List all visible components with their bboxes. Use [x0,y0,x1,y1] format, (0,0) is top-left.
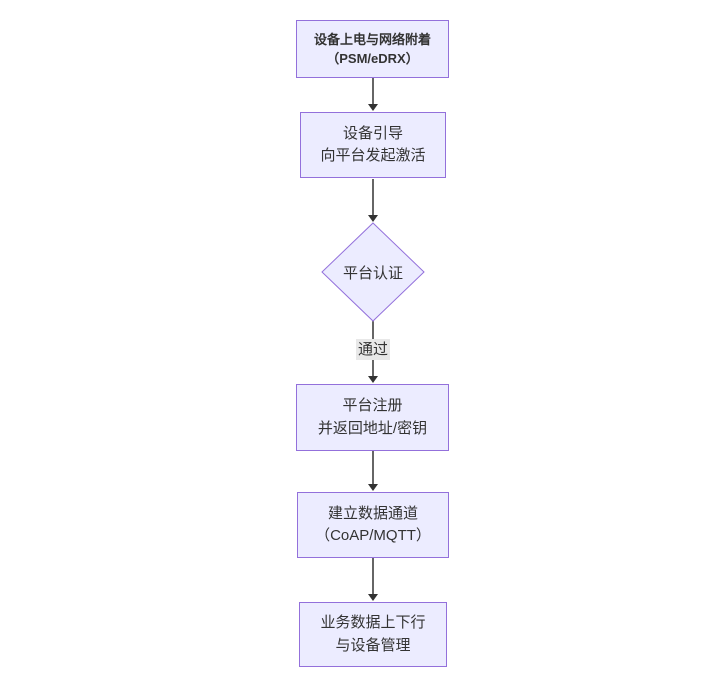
node-bootstrap: 设备引导 向平台发起激活 [300,112,446,178]
node-business-line2: 与设备管理 [335,636,411,654]
node-power-attach: 设备上电与网络附着 （PSM/eDRX） [296,20,449,78]
node-channel-line2: （CoAP/MQTT） [315,527,431,544]
edge-label-pass: 通过 [355,339,391,360]
arrowhead-icon [368,104,378,111]
node-register-line1: 平台注册 [342,397,403,414]
node-business-data: 业务数据上下行 与设备管理 [299,602,447,667]
node-data-channel: 建立数据通道 （CoAP/MQTT） [297,492,449,558]
arrowhead-icon [368,484,378,491]
node-power-line1: 设备上电与网络附着 [313,31,431,47]
node-register-line2: 并返回地址/密钥 [317,419,428,437]
arrowhead-icon [368,376,378,383]
edge-power-bootstrap [368,78,378,111]
edge-register-channel [368,451,378,491]
node-auth-label: 平台认证 [342,264,403,282]
node-channel-line1: 建立数据通道 [327,504,418,522]
edge-channel-business [368,558,378,601]
node-power-line2: （PSM/eDRX） [326,51,419,66]
edge-bootstrap-auth [368,179,378,222]
node-auth-diamond-shape [321,222,425,322]
arrowhead-icon [368,215,378,222]
node-bootstrap-line2: 向平台发起激活 [320,147,426,164]
node-business-line1: 业务数据上下行 [320,614,426,631]
arrowhead-icon [368,594,378,601]
node-bootstrap-line1: 设备引导 [342,124,403,142]
node-register: 平台注册 并返回地址/密钥 [296,384,449,451]
